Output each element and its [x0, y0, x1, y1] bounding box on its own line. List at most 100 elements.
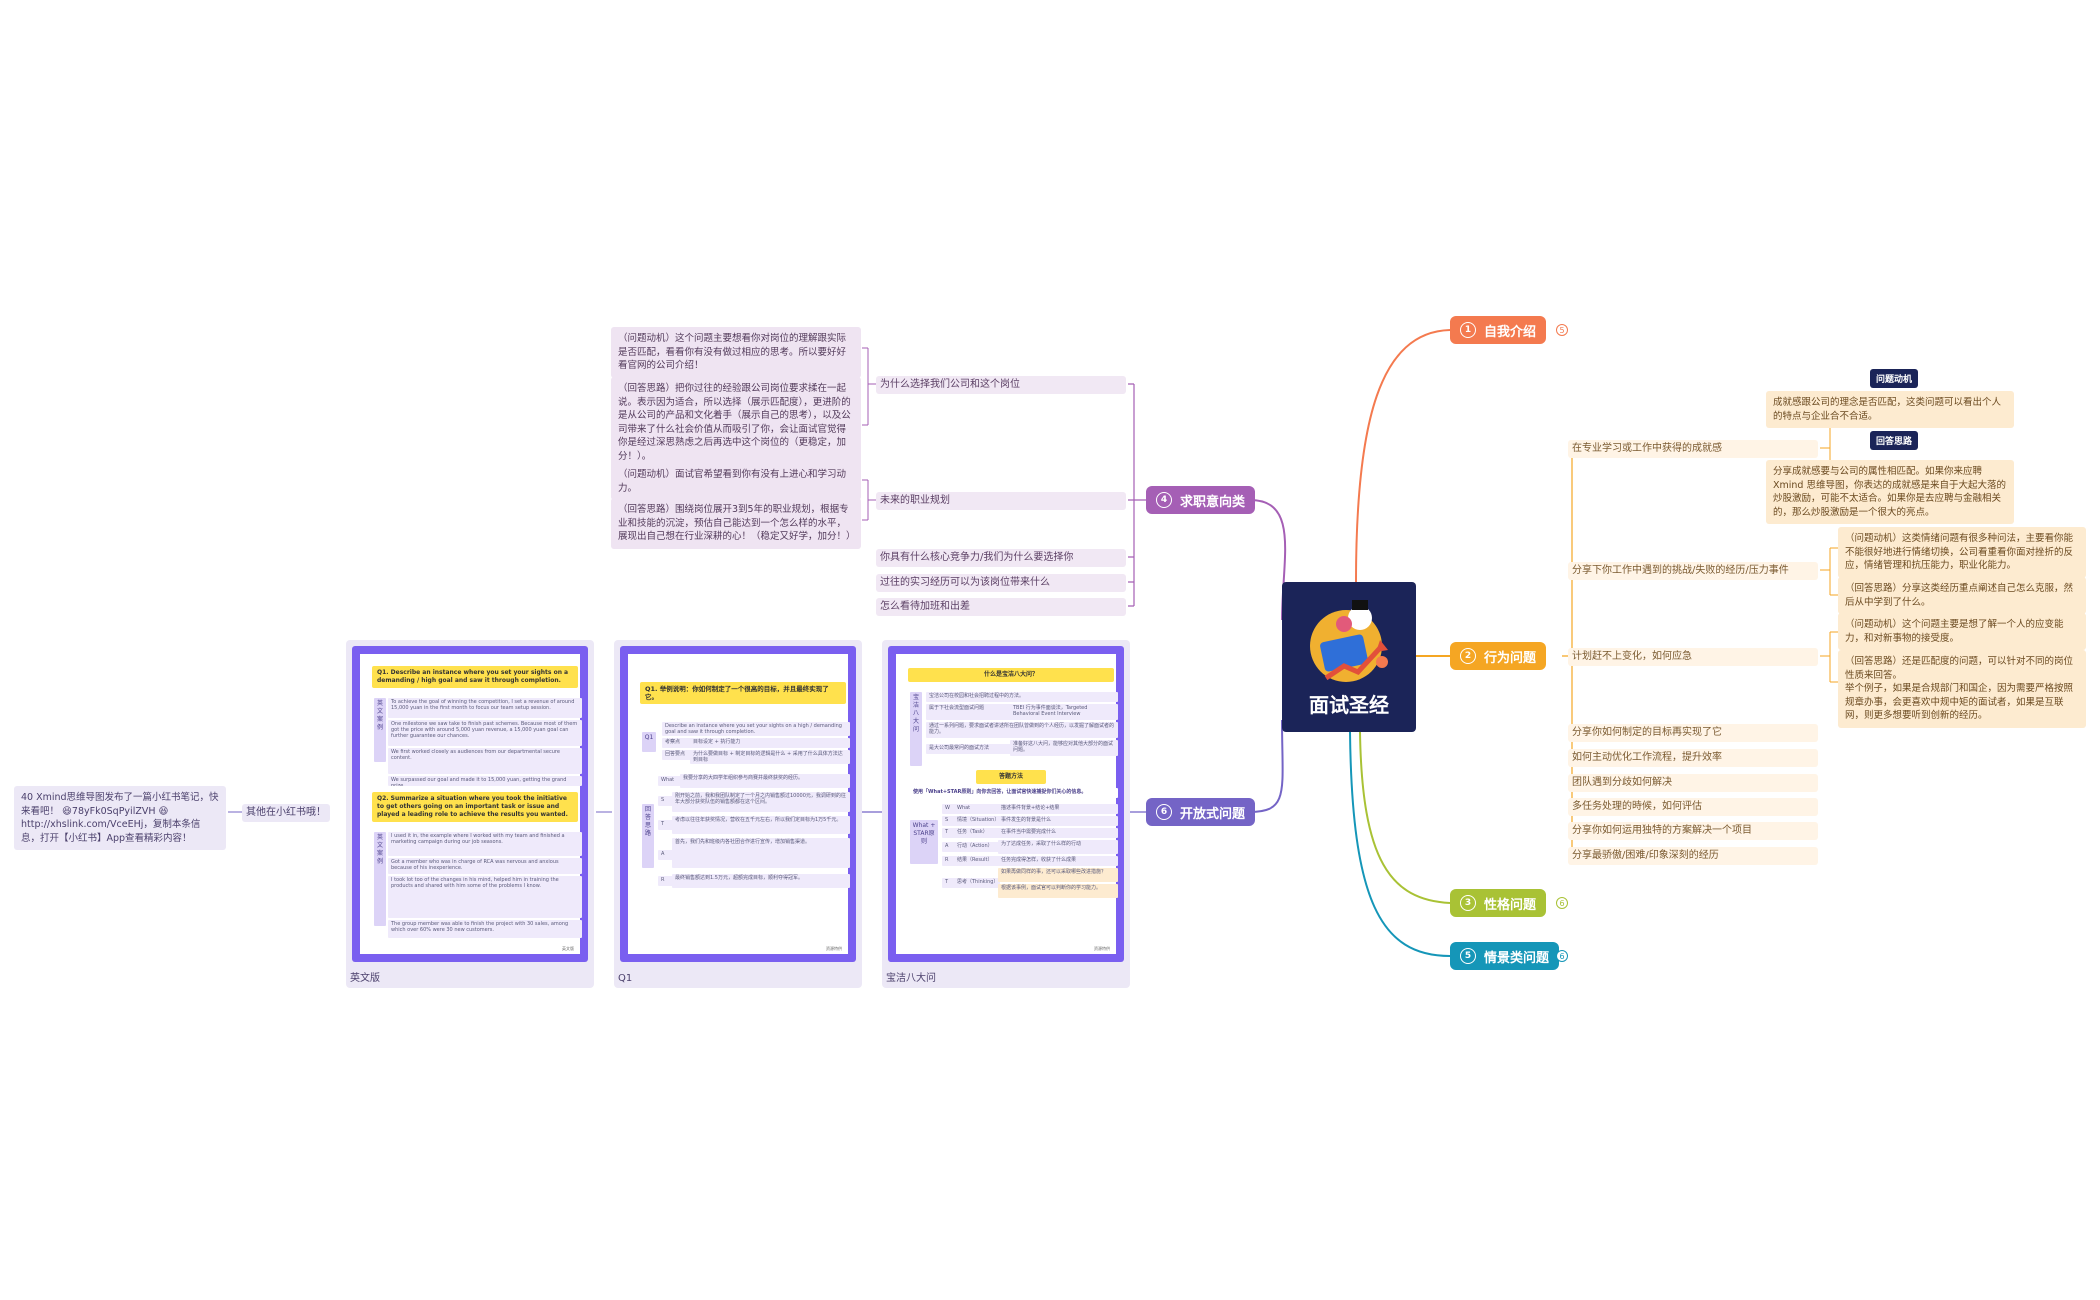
change-idea-note: （回答思路）还是匹配度的问题，可以针对不同的岗位性质来回答。 举个例子，如果是合… — [1838, 650, 2086, 728]
card-text: TBEI 行为事件面谈法，Targeted Behavioral Event I… — [1010, 704, 1118, 720]
card-text: 准备好这八大问，能够应对其他大部分的面试问题。 — [1010, 740, 1118, 756]
card-text: T — [658, 820, 674, 830]
card-text: I used it in, the example where I worked… — [388, 832, 582, 856]
card-footer: 资源特供 — [826, 946, 842, 951]
card-text: 最终销售额达到1.5万元，超额完成目标，顺利夺得冠军。 — [672, 874, 850, 888]
behavior-topic[interactable]: 如何主动优化工作流程，提升效率 — [1568, 749, 1818, 767]
card-text: Describe an instance where you set your … — [662, 722, 850, 736]
branch-job-intent[interactable]: 4 求职意向类 — [1146, 486, 1256, 514]
branch-label: 情景类问题 — [1484, 950, 1550, 966]
card-page: Q1. Describe an instance where you set y… — [360, 654, 582, 954]
card-frame: Q1. 举例说明：你如何制定了一个很高的目标，并且最终实现了它。 Q1 Desc… — [620, 646, 856, 962]
branch-situation[interactable]: 5 情景类问题 — [1450, 942, 1560, 970]
branch-label: 行为问题 — [1484, 650, 1537, 666]
xiaohongshu-topic[interactable]: 其他在小红书哦！ — [242, 804, 330, 822]
card-text: Got a member who was in charge of RCA wa… — [388, 858, 582, 874]
card-text: 通过一系列问题，要求面试者讲述所在团队曾做到的个人经历，以发掘了解面试者的能力。 — [926, 722, 1118, 738]
card-text: 考察点 — [662, 738, 692, 748]
card-text: S — [658, 796, 674, 806]
behavior-topic[interactable]: 分享下你工作中遇到的挑战/失败的经历/压力事件 — [1568, 562, 1818, 580]
card-side-label: What + STAR原则 — [910, 820, 938, 864]
job-intent-topic[interactable]: 为什么选择我们公司和这个岗位 — [876, 376, 1126, 394]
branch-number: 3 — [1460, 895, 1476, 911]
central-illustration-icon — [1310, 600, 1388, 682]
behavior-topic[interactable]: 在专业学习或工作中获得的成就感 — [1568, 440, 1818, 458]
card-text: 是大公司最常问的面试方法 — [926, 744, 1012, 754]
image-card-pg[interactable]: 什么是宝洁八大问？ 宝洁八大问 宝洁公司在校园和社会招聘过程中的方法。 属于下社… — [882, 640, 1130, 988]
card-frame: Q1. Describe an instance where you set y… — [352, 646, 588, 962]
card-text: 目标设定 + 执行能力 — [690, 738, 850, 748]
card-text: 描述事件背景+结论+结果 — [998, 804, 1118, 814]
card-text: 为什么要做目标 + 制定目标的逻辑是什么 + 采用了什么具体方法达到目标 — [690, 750, 850, 764]
branch-personality[interactable]: 3 性格问题 — [1450, 889, 1547, 917]
card-text: R — [658, 876, 674, 886]
collapse-toggle[interactable]: 6 — [1556, 897, 1568, 909]
behavior-topic[interactable]: 分享你如何制定的目标再实现了它 — [1568, 724, 1818, 742]
achievement-motive-note: 成就感跟公司的理念是否匹配，这类问题可以看出个人的特点与企业合不合适。 — [1766, 391, 2014, 428]
card-text: 考虑以往往年获奖情况，营收在五千元左右，所以我们定目标为1万5千元。 — [672, 816, 850, 834]
card-text: The group member was able to finish the … — [388, 920, 582, 938]
image-card-english[interactable]: Q1. Describe an instance where you set y… — [346, 640, 594, 988]
card-text: 首先，我们先和班级内各社团合作进行宣传，增加销售渠道。 — [672, 838, 850, 868]
card-text: 思考（Thinking） — [954, 878, 1000, 888]
branch-behavior[interactable]: 2 行为问题 — [1450, 642, 1547, 670]
collapse-toggle[interactable]: 6 — [1556, 950, 1568, 962]
label-idea: 回答思路 — [1870, 431, 1919, 450]
branch-open[interactable]: 6 开放式问题 — [1146, 798, 1256, 826]
card-text: 结果（Result） — [954, 856, 1000, 866]
job-intent-topic[interactable]: 怎么看待加班和出差 — [876, 598, 1126, 616]
image-card-q1[interactable]: Q1. 举例说明：你如何制定了一个很高的目标，并且最终实现了它。 Q1 Desc… — [614, 640, 862, 988]
branch-self-intro[interactable]: 1 自我介绍 — [1450, 316, 1547, 344]
why-motive-note: （问题动机）这个问题主要想看你对岗位的理解跟实际是否匹配，看看你有没有做过相应的… — [611, 327, 861, 378]
card-text: 根据该事例，面试官可以判断你的学习能力。 — [998, 884, 1118, 898]
job-intent-topic[interactable]: 未来的职业规划 — [876, 492, 1126, 510]
card-side-label: 宝洁八大问 — [910, 692, 922, 766]
behavior-topic[interactable]: 分享最骄傲/困难/印象深刻的经历 — [1568, 847, 1818, 865]
branch-number: 4 — [1156, 492, 1172, 508]
behavior-topic[interactable]: 团队遇到分歧如何解决 — [1568, 774, 1818, 792]
card-text: 行动（Action） — [954, 842, 1000, 852]
card-caption: 宝洁八大问 — [886, 973, 936, 984]
card-text: 我要分享的大四学年组织参与商赛并最终获奖的经历。 — [680, 774, 850, 788]
card-text: We surpassed our goal and made it to 15,… — [388, 776, 582, 786]
card-question-title: 什么是宝洁八大问？ — [908, 668, 1114, 682]
branch-number: 2 — [1460, 648, 1476, 664]
card-footer: 英文版 — [562, 946, 574, 951]
card-question-title: Q2. Summarize a situation where you took… — [372, 792, 578, 822]
behavior-topic[interactable]: 多任务处理的時候，如何评估 — [1568, 798, 1818, 816]
card-question-title: Q1. 举例说明：你如何制定了一个很高的目标，并且最终实现了它。 — [640, 682, 846, 704]
card-method-title: 答题方法 — [976, 770, 1046, 784]
behavior-topic[interactable]: 计划赶不上变化，如何应急 — [1568, 648, 1818, 666]
card-caption: Q1 — [618, 973, 633, 984]
card-text: W — [942, 804, 956, 814]
card-text: 如果再做同样的事，还可以采取哪些改进措施？ — [998, 868, 1118, 882]
card-frame: 什么是宝洁八大问？ 宝洁八大问 宝洁公司在校园和社会招聘过程中的方法。 属于下社… — [888, 646, 1124, 962]
card-footer: 资源特供 — [1094, 946, 1110, 951]
card-text: A — [942, 842, 956, 852]
card-text: 情境（Situation） — [954, 816, 1000, 826]
branch-number: 6 — [1156, 804, 1172, 820]
job-intent-topic[interactable]: 你具有什么核心竞争力/我们为什么要选择你 — [876, 549, 1126, 567]
collapse-toggle[interactable]: 5 — [1556, 324, 1568, 336]
card-side-label: 回答思路 — [642, 804, 654, 868]
job-intent-topic[interactable]: 过往的实习经历可以为该岗位带来什么 — [876, 574, 1126, 592]
card-side-label: 英文案例 — [374, 698, 386, 762]
branch-label: 性格问题 — [1484, 897, 1537, 913]
branch-label: 自我介绍 — [1484, 324, 1537, 340]
card-text: 刚开始之前，我和我团队制定了一个月之内销售额过10000元，我调研到的往年大部分… — [672, 792, 850, 812]
change-motive-note: （问题动机）这个问题主要是想了解一个人的应变能力，和对新事物的接受度。 — [1838, 613, 2086, 650]
card-text: 属于下社会流型面试问题 — [926, 704, 1012, 720]
challenge-idea-note: （回答思路）分享这类经历重点阐述自己怎么克服，然后从中学到了什么。 — [1838, 577, 2086, 614]
achievement-idea-note: 分享成就感要与公司的属性相匹配。如果你来应聘 Xmind 思维导图，你表达的成就… — [1766, 460, 2014, 524]
card-text: 使用「What+STAR原则」向你去回答，让面试官快速捕捉你们关心的信息。 — [910, 788, 1118, 798]
card-text: What — [954, 804, 1000, 814]
card-text: 为了达成任务，采取了什么样的行动 — [998, 840, 1118, 854]
card-side-label: 英文案例 — [374, 832, 386, 926]
why-idea-note: （回答思路）把你过往的经验跟公司岗位要求揉在一起说。表示因为适合，所以选择（展示… — [611, 377, 861, 468]
behavior-topic[interactable]: 分享你如何运用独特的方案解决一个项目 — [1568, 822, 1818, 840]
central-title: 面试圣经 — [1309, 693, 1389, 717]
label-motive: 问题动机 — [1870, 369, 1919, 388]
xiaohongshu-note: 40 Xmind思维导图发布了一篇小红书笔记，快来看吧！ 😆78yFk0SqPy… — [14, 786, 226, 850]
central-topic[interactable]: 面试圣经 — [1282, 582, 1416, 732]
card-question-title: Q1. Describe an instance where you set y… — [372, 666, 578, 688]
